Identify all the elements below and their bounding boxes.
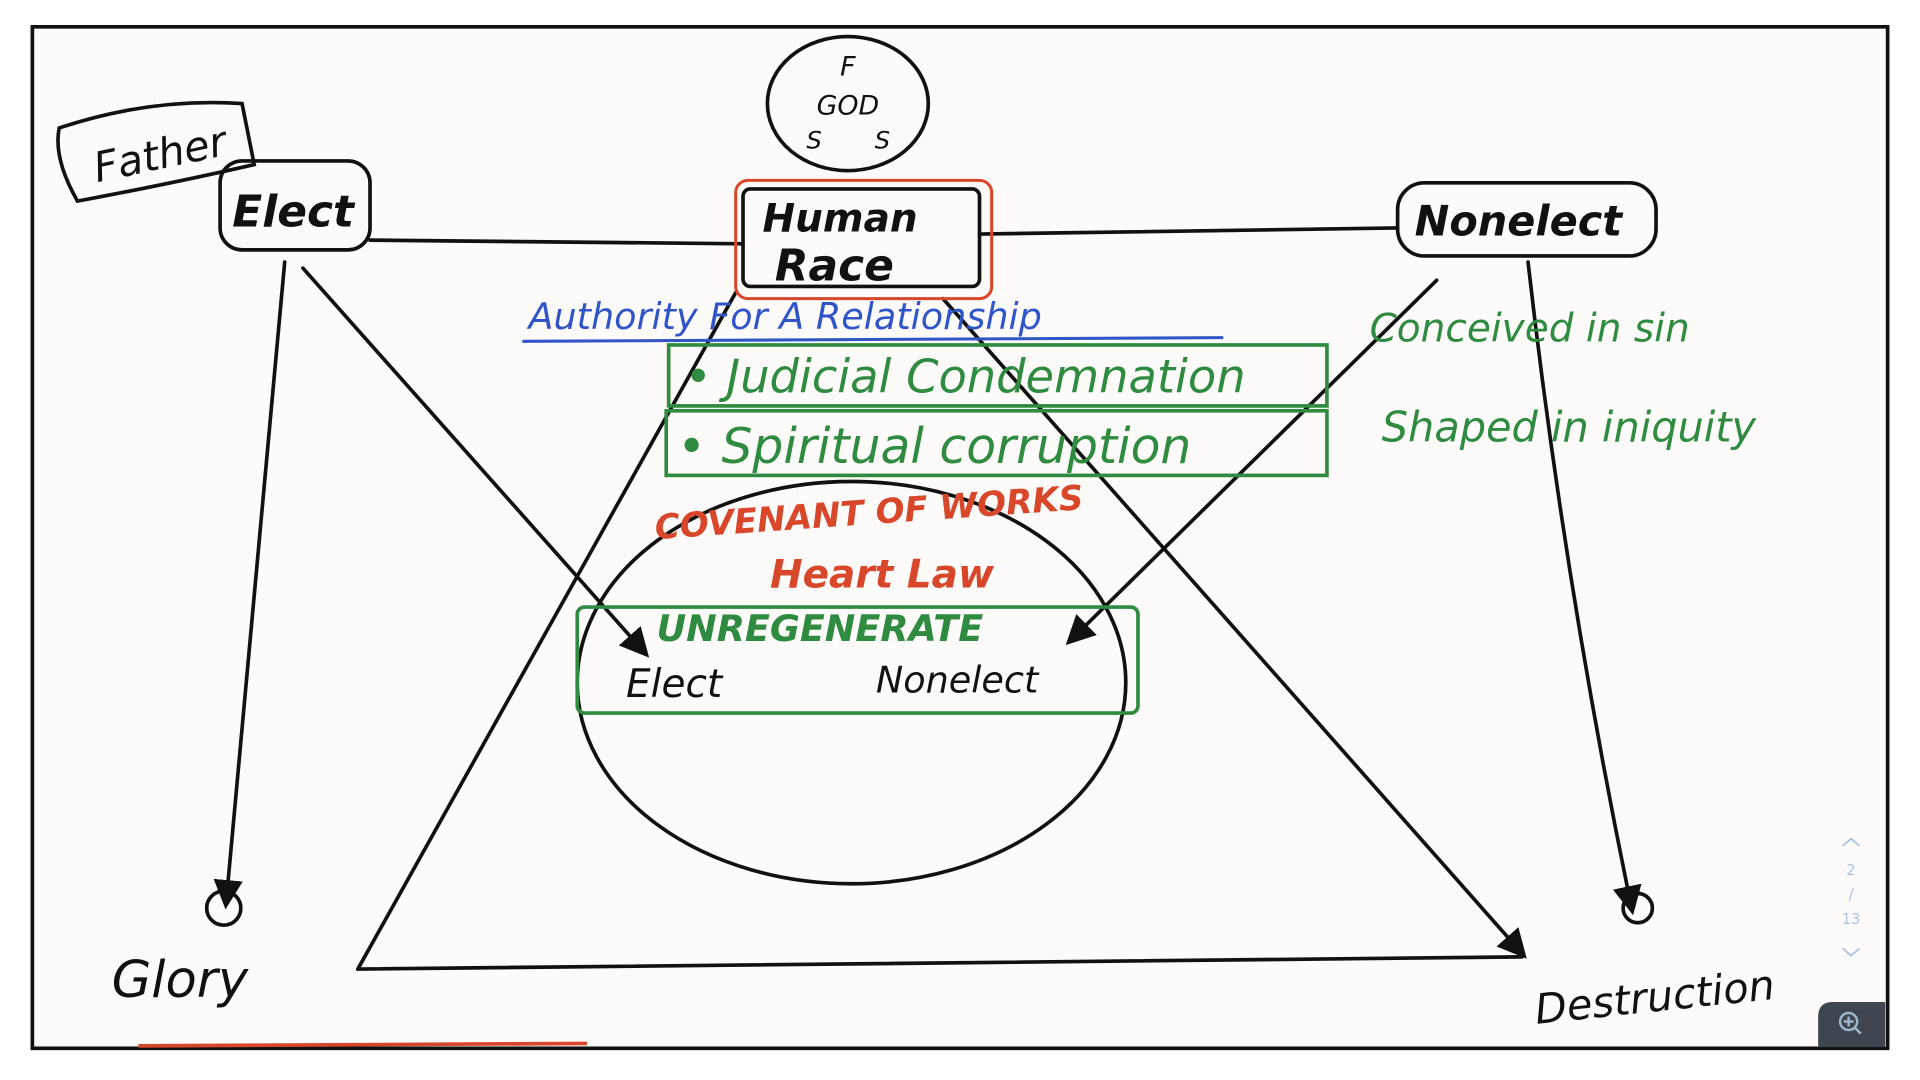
spiritual-box — [664, 408, 1329, 478]
arrow-nonelect-unregenerate — [1065, 278, 1439, 646]
pager: 2 / 13 — [1841, 837, 1861, 957]
nonelect-label: Nonelect — [1415, 197, 1625, 245]
zoom-button[interactable] — [1818, 1001, 1886, 1048]
connector-human-nonelect — [977, 226, 1400, 236]
partial-red-box — [138, 1041, 588, 1048]
connector-elect-human — [368, 238, 745, 246]
elect-box — [218, 159, 372, 252]
spiritual-label: • Spiritual corruption — [677, 419, 1191, 475]
godhead-circle — [765, 34, 931, 173]
arrow-nonelect-destruction — [1526, 260, 1642, 916]
line-glory-destruction — [356, 955, 1524, 971]
human-race-box — [741, 187, 982, 289]
slide-frame — [30, 24, 1890, 1051]
glory-target-icon — [204, 889, 243, 928]
shaped-label: Shaped in iniquity — [1382, 403, 1757, 451]
glory-label: Glory — [112, 950, 249, 1010]
conceived-label: Conceived in sin — [1370, 306, 1690, 351]
inner-elect-label: Elect — [626, 662, 724, 707]
authority-underline — [522, 336, 1224, 343]
zoom-in-icon — [1838, 1011, 1862, 1035]
page-total: 13 — [1842, 911, 1861, 928]
heart-law-label: Heart Law — [770, 553, 995, 598]
authority-label: Authority For A Relationship — [526, 295, 1041, 338]
arrow-elect-unregenerate — [301, 266, 650, 658]
father-box — [56, 100, 257, 204]
unregenerate-label: UNREGENERATE — [656, 607, 983, 650]
page-up-icon[interactable] — [1841, 837, 1861, 847]
judicial-label: • Judicial Condemnation — [685, 350, 1246, 404]
unregenerate-box — [575, 605, 1140, 715]
judicial-box — [666, 343, 1329, 408]
nonelect-box — [1395, 181, 1658, 258]
human-race-highlight — [734, 178, 994, 301]
page-down-icon[interactable] — [1841, 947, 1861, 957]
page-separator: / — [1849, 887, 1854, 904]
godhead-s-left: S — [806, 126, 821, 155]
race-label: Race — [775, 240, 894, 291]
godhead-f: F — [840, 52, 856, 83]
arrow-elect-glory — [213, 260, 287, 910]
destruction-target-icon — [1621, 891, 1655, 925]
godhead-s-right: S — [875, 126, 890, 155]
godhead-god: GOD — [817, 91, 879, 122]
page-current: 2 — [1846, 862, 1855, 879]
elect-label: Elect — [232, 187, 356, 238]
inner-nonelect-label: Nonelect — [876, 658, 1040, 701]
human-label: Human — [763, 197, 918, 242]
